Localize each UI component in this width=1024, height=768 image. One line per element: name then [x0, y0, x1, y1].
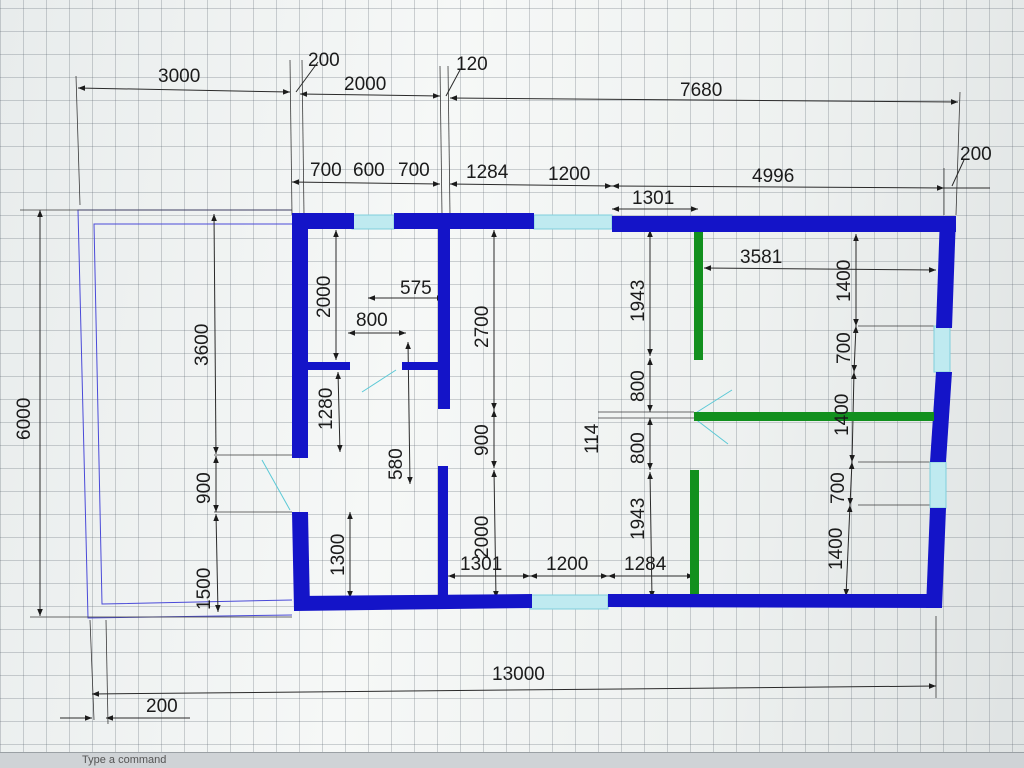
wall-bath-2 — [402, 362, 442, 370]
dim-13000: 13000 — [492, 664, 545, 685]
partitions — [690, 232, 934, 594]
dim-575: 575 — [400, 278, 432, 299]
dim-1301-top: 1301 — [632, 188, 674, 209]
wall-mid-lower — [438, 466, 448, 598]
dim-1943-bot: 1943 — [628, 498, 649, 540]
dim-600: 600 — [353, 160, 385, 181]
wall-left-upper — [292, 213, 308, 458]
dim-1400-b: 1400 — [832, 394, 853, 436]
dim-1400-a: 1400 — [834, 260, 855, 302]
dim-700-b: 700 — [828, 472, 849, 504]
dim-800-top: 800 — [628, 370, 649, 402]
dim-1300: 1300 — [328, 534, 349, 576]
partition-horizontal — [694, 412, 934, 421]
dim-3581: 3581 — [740, 247, 782, 268]
dim-7680: 7680 — [680, 80, 722, 101]
command-bar[interactable]: Type a command — [0, 752, 1024, 768]
dim-1280: 1280 — [316, 388, 337, 430]
dim-2000-top: 2000 — [344, 74, 386, 95]
windows — [351, 214, 951, 610]
dim-700-a: 700 — [310, 160, 342, 181]
window-top-mid — [533, 214, 613, 230]
wall-top-2 — [394, 213, 534, 229]
dim-2000-b: 2000 — [472, 516, 493, 558]
dim-900-left: 900 — [194, 472, 215, 504]
wall-mid-upper — [438, 213, 450, 409]
command-prompt[interactable]: Type a command — [82, 754, 167, 766]
window-right-upper — [933, 325, 951, 373]
dim-1301-bot: 1301 — [460, 554, 502, 575]
dim-1200-bot: 1200 — [546, 554, 588, 575]
wall-bottom-2 — [608, 594, 942, 608]
dim-1200-top: 1200 — [548, 164, 590, 185]
dim-200-top: 200 — [308, 50, 340, 71]
dim-700-a: 700 — [834, 332, 855, 364]
dim-4996: 4996 — [752, 166, 794, 187]
partition-lower — [690, 470, 699, 594]
wall-top-3 — [612, 216, 956, 232]
dimension-lines — [37, 61, 990, 721]
dim-200-right: 200 — [960, 144, 992, 165]
dim-3600: 3600 — [192, 324, 213, 366]
wall-bath-1 — [300, 362, 350, 370]
dim-1284-bot: 1284 — [624, 554, 667, 575]
dim-120: 120 — [456, 54, 488, 75]
window-top-left — [351, 214, 395, 230]
dim-1500: 1500 — [194, 568, 215, 610]
dim-1284-top: 1284 — [466, 162, 509, 183]
terrace-outline — [77, 209, 293, 619]
dim-900-mid: 900 — [472, 424, 493, 456]
window-bottom — [529, 594, 609, 610]
wall-left-lower — [292, 512, 310, 610]
dim-580-v: 580 — [386, 448, 407, 480]
dim-800-h: 800 — [356, 310, 388, 331]
dimension-labels: 3000 200 2000 120 7680 700 600 700 1284 … — [14, 50, 992, 717]
dim-2700: 2700 — [472, 306, 493, 348]
dim-1943-top: 1943 — [628, 280, 649, 322]
wall-right-1 — [936, 216, 956, 328]
door-swings — [261, 369, 733, 511]
dim-114: 114 — [582, 423, 603, 454]
partition-upper — [694, 232, 703, 360]
dim-2000-a: 2000 — [314, 276, 335, 318]
wall-right-3 — [926, 508, 946, 608]
dim-1400-c: 1400 — [826, 528, 847, 570]
dim-200-bot: 200 — [146, 696, 178, 717]
wall-right-2 — [930, 372, 952, 462]
walls — [292, 213, 956, 611]
dim-700-b: 700 — [398, 160, 430, 181]
dim-3000: 3000 — [158, 66, 200, 87]
window-right-lower — [929, 461, 947, 509]
wall-bottom-1 — [294, 594, 532, 611]
dim-800-bot: 800 — [628, 432, 649, 464]
extension-lines — [20, 59, 961, 725]
dim-6000: 6000 — [14, 398, 35, 440]
